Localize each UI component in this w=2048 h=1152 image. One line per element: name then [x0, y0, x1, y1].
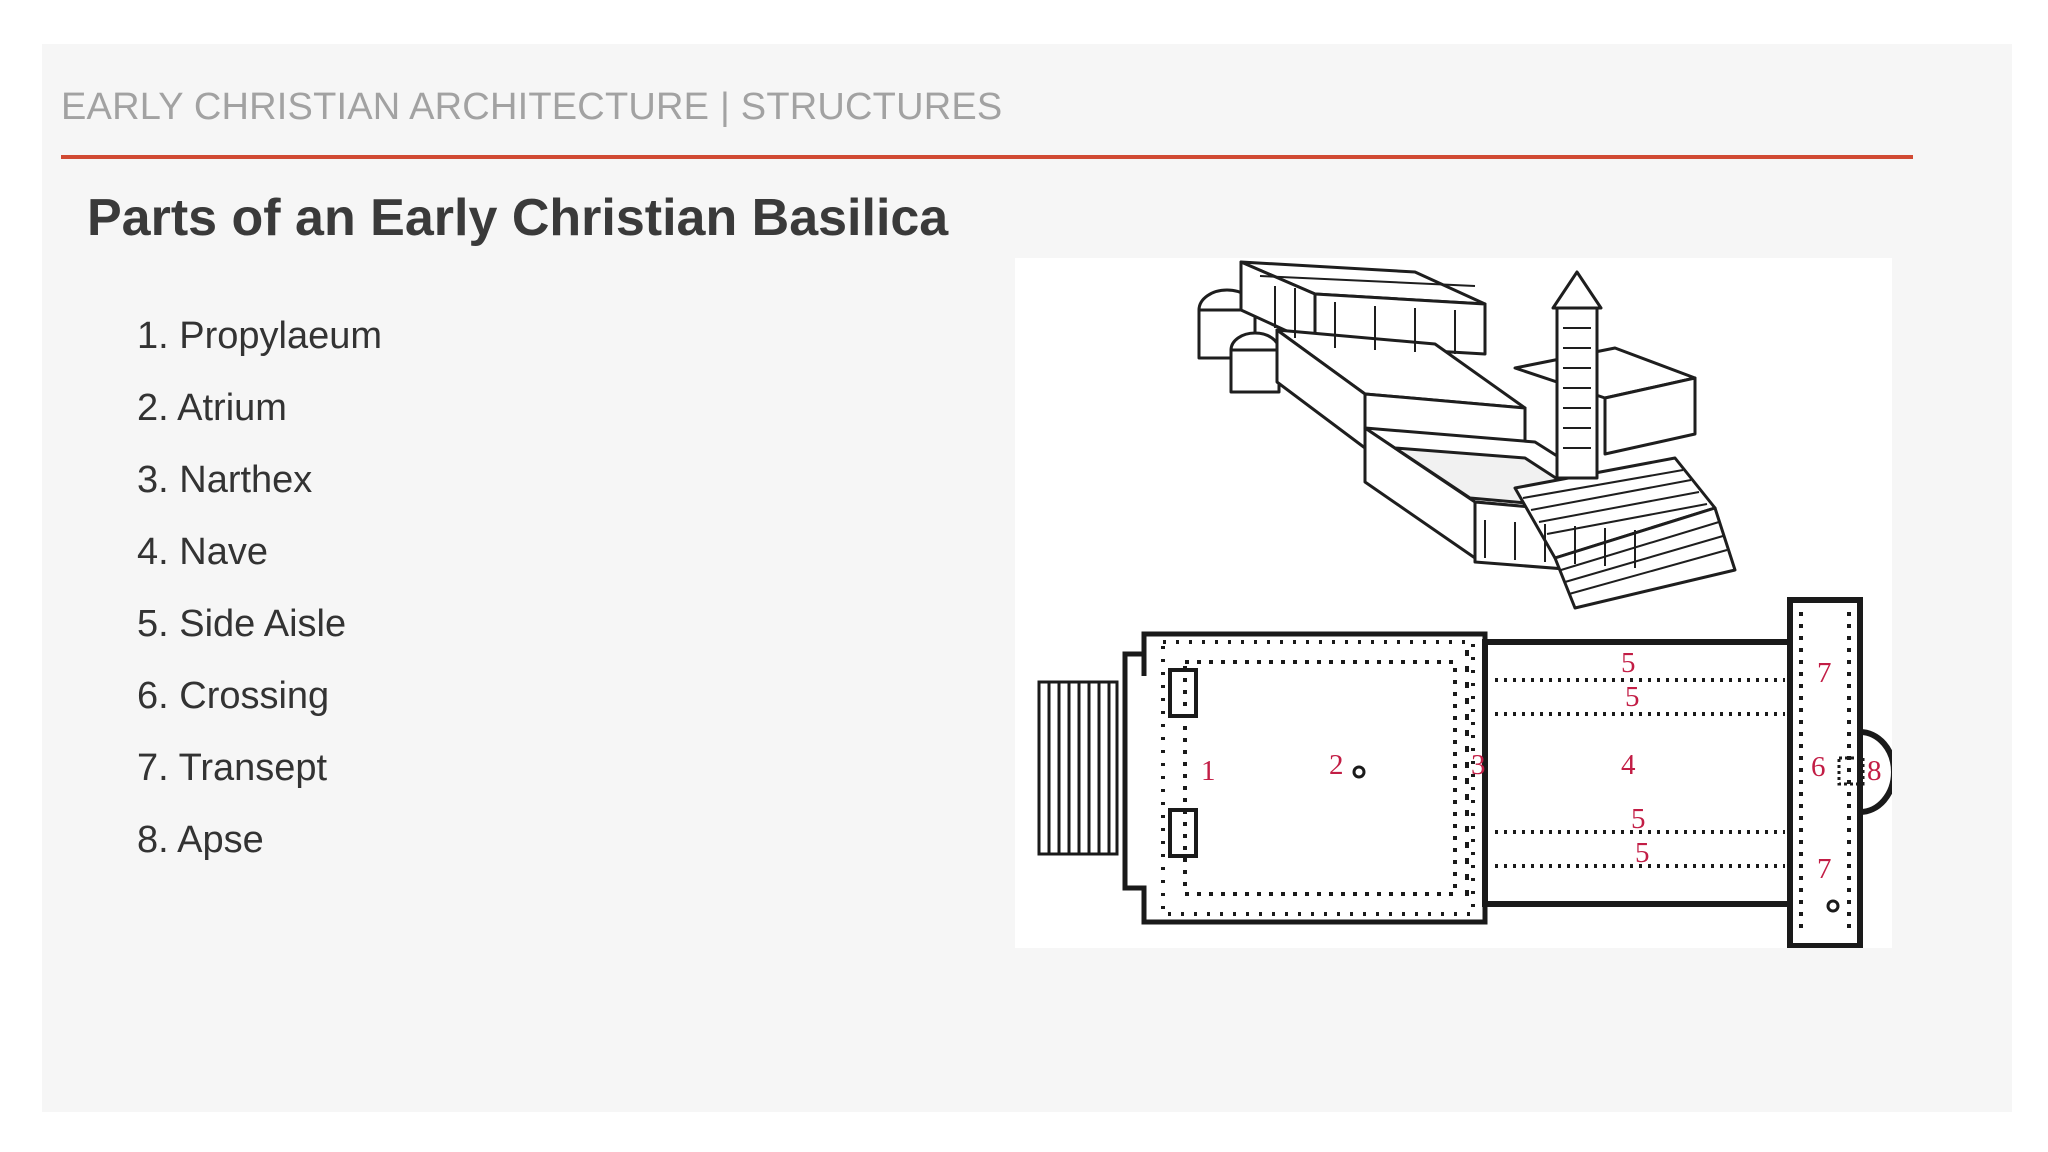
basilica-floor-plan — [1037, 597, 1892, 948]
list-item: 3. Narthex — [137, 459, 313, 501]
list-item: 1. Propylaeum — [137, 315, 383, 357]
plan-label-crossing: 6 — [1811, 751, 1826, 783]
basilica-illustration: 1 2 3 4 5 5 5 5 6 7 7 8 — [1015, 258, 1892, 948]
list-item: 7. Transept — [137, 747, 328, 789]
slide-title: Parts of an Early Christian Basilica — [87, 189, 949, 247]
section-kicker: EARLY CHRISTIAN ARCHITECTURE | STRUCTURE… — [61, 86, 1003, 128]
list-item: 5. Side Aisle — [137, 603, 347, 645]
plan-label-transept: 7 — [1817, 657, 1832, 689]
parts-list: 1. Propylaeum 2. Atrium 3. Narthex 4. Na… — [137, 300, 382, 876]
list-item: 4. Nave — [137, 531, 268, 573]
plan-label-transept: 7 — [1817, 853, 1832, 885]
plan-label-propylaeum: 1 — [1201, 755, 1216, 787]
plan-label-apse: 8 — [1867, 755, 1882, 787]
axonometric-details — [1259, 275, 1728, 595]
list-item: 2. Atrium — [137, 387, 287, 429]
plan-label-aisle: 5 — [1635, 837, 1650, 869]
plan-label-atrium: 2 — [1329, 749, 1344, 781]
plan-label-aisle: 5 — [1625, 681, 1640, 713]
plan-label-nave: 4 — [1621, 749, 1636, 781]
list-item: 6. Crossing — [137, 675, 330, 717]
accent-rule — [61, 155, 1913, 159]
plan-label-narthex: 3 — [1471, 749, 1486, 781]
plan-label-aisle: 5 — [1621, 647, 1636, 679]
plan-label-aisle: 5 — [1631, 803, 1646, 835]
list-item: 8. Apse — [137, 819, 264, 861]
